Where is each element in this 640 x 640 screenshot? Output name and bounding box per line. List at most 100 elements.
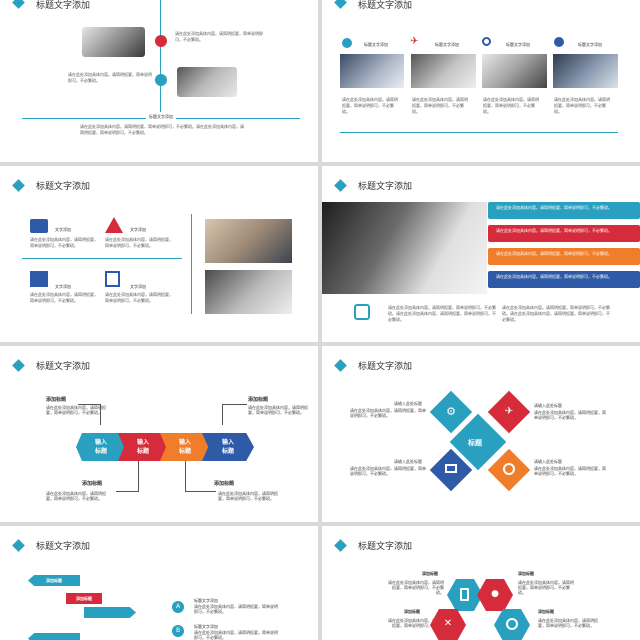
s5-text-1: 请在此处添加具体内容，请简明扼要，简单说明即可，不必繁琐。 <box>46 405 106 415</box>
arrow-step-2: 输入 标题 <box>118 433 168 461</box>
slide-8[interactable]: 标题文字添加 添加标题 请在此处添加具体内容，请简明扼要，简单说明即可，不必繁琐… <box>322 526 640 640</box>
monitor-icon <box>445 464 457 473</box>
s3-label-2: 文字添加 <box>130 227 146 232</box>
target-icon <box>482 37 491 46</box>
s2-label-2: 标题文字添加 <box>435 42 459 47</box>
slide-title: 标题文字添加 <box>36 1 91 11</box>
arrow-step-4: 输入 标题 <box>202 433 254 461</box>
arrow-step-1: 输入 标题 <box>76 433 126 461</box>
slide-5[interactable]: 标题文字添加 添加标题 请在此处添加具体内容，请简明扼要，简单说明即可，不必繁琐… <box>0 346 318 522</box>
document-icon <box>105 271 120 287</box>
tools-icon: ✕ <box>443 618 453 629</box>
s7-item-a-title: 标题文字添加 <box>194 598 218 603</box>
photo-2 <box>411 54 476 88</box>
slide-3[interactable]: 标题文字添加 文字添加 请在此处添加具体内容，请简明扼要，简单说明即可，不必繁琐… <box>0 166 318 342</box>
slide-title: 标题文字添加 <box>36 182 91 192</box>
ribbon-2: 添加标题 <box>66 593 102 604</box>
s7-item-a-text: 请在此处添加具体内容，请简明扼要，简单说明即可，不必繁琐。 <box>194 604 278 614</box>
s6-sub-1: 请输入此处标题 <box>394 401 422 406</box>
connector-2 <box>222 404 247 425</box>
ribbon-1: 添加标题 <box>28 575 80 586</box>
slide-title: 标题文字添加 <box>358 542 413 552</box>
s5-text-2: 请在此处添加具体内容，请简明扼要，简单说明即可，不必繁琐。 <box>248 405 308 415</box>
s3-label-4: 文字添加 <box>130 284 146 289</box>
s7-item-b-text: 请在此处添加具体内容，请简明扼要，简单说明即可，不必繁琐。 <box>194 630 278 640</box>
title-diamond-icon <box>334 359 347 372</box>
slide-title: 标题文字添加 <box>36 542 91 552</box>
s3-text-3: 请在此处添加具体内容，请简明扼要，简单说明即可，不必繁琐。 <box>30 292 98 303</box>
slide-title: 标题文字添加 <box>358 362 413 372</box>
title-diamond-icon <box>12 0 25 9</box>
slide-title: 标题文字添加 <box>36 362 91 372</box>
s5-heading-4: 添加标题 <box>214 481 235 487</box>
title-diamond-icon <box>12 359 25 372</box>
title-diamond-icon <box>334 179 347 192</box>
slide-4[interactable]: 标题文字添加 请在此处添加具体内容。请简明扼要，简单说明即可，不必繁琐。 请在此… <box>322 166 640 342</box>
s3-v-divider <box>191 214 192 314</box>
s5-text-3: 请在此处添加具体内容，请简明扼要，简单说明即可，不必繁琐。 <box>46 491 106 501</box>
s6-text-1: 请在此处添加具体内容，请简明扼要，简单说明即可，不必繁琐。 <box>350 408 426 418</box>
s2-text-4: 请在此处添加具体内容。请简明扼要，简单说明即可，不必繁琐。 <box>554 97 610 114</box>
s6-sub-4: 请输入此处标题 <box>534 459 562 464</box>
ribbon-3 <box>84 607 136 618</box>
warning-icon <box>105 217 123 233</box>
clock-icon <box>506 618 518 630</box>
info-bar-orange: 请在此处添加具体内容。请简明扼要，简单说明即可，不必繁琐。 <box>488 248 640 265</box>
info-bar-red: 请在此处添加具体内容。请简明扼要，简单说明即可，不必繁琐。 <box>488 225 640 242</box>
info-bar-teal: 请在此处添加具体内容。请简明扼要，简单说明即可，不必繁琐。 <box>488 202 640 219</box>
gear-icon: ⚙ <box>446 405 456 418</box>
edit-icon <box>354 304 370 320</box>
slide-1[interactable]: 标题文字添加 请在此处添加具体内容。请简明扼要，简单说明即可，不必繁琐。 请在此… <box>0 0 318 162</box>
s5-heading-2: 添加标题 <box>248 397 269 403</box>
s8-heading-4: 添加标题 <box>538 609 554 614</box>
s6-sub-2: 请输入此处标题 <box>534 403 562 408</box>
s1-left-text: 请在此处添加具体内容。请简明扼要，简单说明即可，不必繁琐。 <box>68 72 152 83</box>
people-icon <box>30 219 48 233</box>
s8-heading-2: 添加标题 <box>518 571 534 576</box>
slide-title: 标题文字添加 <box>358 1 413 11</box>
slide-title: 标题文字添加 <box>358 182 413 192</box>
connector-4 <box>185 461 216 492</box>
laptop-photo <box>177 67 237 97</box>
s2-label-4: 标题文字添加 <box>578 42 602 47</box>
s3-h-divider <box>22 258 182 259</box>
red-dot <box>155 35 167 47</box>
s2-label-3: 标题文字添加 <box>506 42 530 47</box>
photo-3 <box>482 54 547 88</box>
s1-bottom-text: 请在此处添加具体内容。请简明扼要，简单说明即可，不必繁琐。请在此处添加具体内容，… <box>80 124 244 135</box>
s4-bottom-left: 请在此处添加具体内容。请简明扼要，简单说明即可，不必繁琐。请在此处添加具体内容，… <box>388 305 496 322</box>
item-a-badge: A <box>172 601 184 613</box>
s2-text-2: 请在此处添加具体内容。请简明扼要，简单说明即可，不必繁琐。 <box>412 97 468 114</box>
timeline-line <box>160 0 161 112</box>
info-bar-navy: 请在此处添加具体内容。请简明扼要，简单说明即可，不必繁琐。 <box>488 271 640 288</box>
s5-heading-1: 添加标题 <box>46 397 67 403</box>
connector-3 <box>116 461 139 492</box>
globe-icon <box>554 37 564 47</box>
s7-item-b-title: 标题文字添加 <box>194 624 218 629</box>
photo-1 <box>340 54 404 88</box>
title-diamond-icon <box>12 539 25 552</box>
s8-text-1: 请在此处添加具体内容，请简明扼要，简单说明即可，不必繁琐。 <box>388 580 444 595</box>
compass-icon <box>503 463 515 475</box>
s5-heading-3: 添加标题 <box>82 481 103 487</box>
slide-2[interactable]: 标题文字添加 标题文字添加 ✈ 标题文字添加 标题文字添加 标题文字添加 请在此… <box>322 0 640 162</box>
s2-label-1: 标题文字添加 <box>364 42 388 47</box>
laptop-photo <box>205 270 292 314</box>
s8-text-2: 请在此处添加具体内容，请简明扼要，简单说明即可，不必繁琐。 <box>518 580 574 595</box>
clipboard-icon <box>460 588 469 601</box>
s3-text-1: 请在此处添加具体内容，请简明扼要，简单说明即可，不必繁琐。 <box>30 237 98 248</box>
s6-text-3: 请在此处添加具体内容，请简明扼要，简单说明即可，不必繁琐。 <box>350 466 426 476</box>
s3-label-1: 文字添加 <box>55 227 71 232</box>
photo-4 <box>553 54 618 88</box>
s3-label-3: 文字添加 <box>55 284 71 289</box>
slide-6[interactable]: 标题文字添加 请输入此处标题 请在此处添加具体内容，请简明扼要，简单说明即可，不… <box>322 346 640 522</box>
connector-1 <box>78 404 101 425</box>
s6-text-4: 请在此处添加具体内容，请简明扼要，简单说明即可，不必繁琐。 <box>534 466 606 476</box>
team-icon: ● <box>491 589 499 599</box>
s8-heading-1: 添加标题 <box>422 571 438 576</box>
slide-7[interactable]: 标题文字添加 添加标题 添加标题 A 标题文字添加 请在此处添加具体内容，请简明… <box>0 526 318 640</box>
head-icon <box>342 38 352 48</box>
tablet-photo <box>205 219 292 263</box>
s2-text-3: 请在此处添加具体内容。请简明扼要，简单说明即可，不必繁琐。 <box>483 97 539 114</box>
s5-text-4: 请在此处添加具体内容，请简明扼要，简单说明即可，不必繁琐。 <box>218 491 278 501</box>
